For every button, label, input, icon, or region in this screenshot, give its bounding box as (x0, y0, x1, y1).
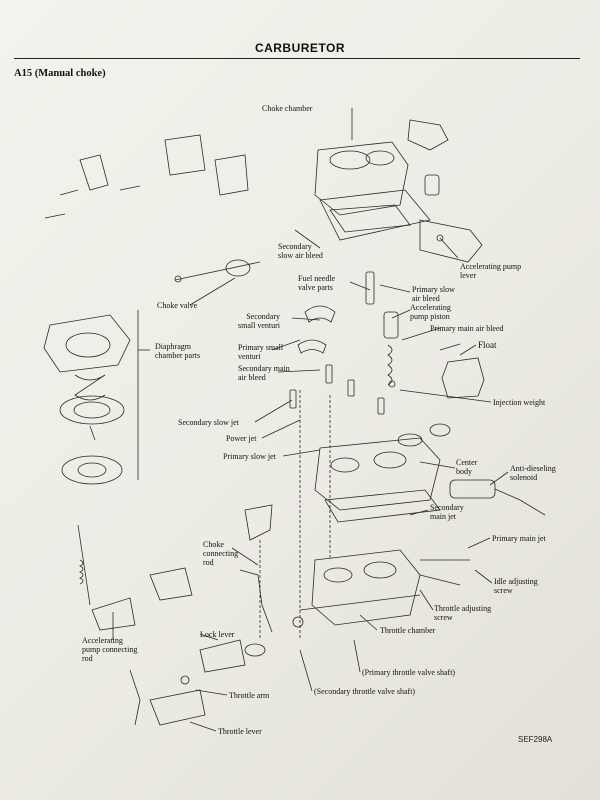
label-accelerating-pump-lever: Accelerating pump lever (460, 262, 522, 280)
label-injection-weight: Injection weight (493, 398, 546, 407)
label-secondary-main-air-bleed: Secondary main air bleed (238, 364, 290, 382)
label-fuel-needle-valve-parts: Fuel needle valve parts (298, 274, 336, 292)
figure-code: SEF298A (518, 735, 553, 744)
label-choke-connecting-rod: Choke connecting rod (203, 540, 239, 567)
leader-lines (112, 108, 509, 732)
venturi-shapes (297, 271, 399, 386)
choke-valve-shape (174, 259, 261, 283)
label-secondary-slow-jet: Secondary slow jet (178, 418, 239, 427)
label-center-body: Center body (456, 458, 478, 476)
label-power-jet: Power jet (226, 434, 257, 443)
label-anti-dieseling-solenoid: Anti-dieseling solenoid (510, 464, 556, 482)
label-primary-main-jet: Primary main jet (492, 534, 546, 543)
throttle-chamber-shape (299, 549, 470, 626)
label-float: Float (478, 340, 497, 350)
label-throttle-chamber: Throttle chamber (380, 626, 436, 635)
label-throttle-lever: Throttle lever (218, 727, 262, 736)
label-throttle-arm: Throttle arm (229, 691, 270, 700)
label-primary-small-venturi: Primary small venturi (238, 343, 284, 361)
label-primary-throttle-valve-shaft: (Primary throttle valve shaft) (362, 668, 456, 677)
label-throttle-adjusting-screw: Throttle adjusting screw (434, 604, 492, 622)
center-body-shape (314, 423, 451, 523)
label-secondary-throttle-valve-shaft: (Secondary throttle valve shaft) (314, 687, 416, 696)
label-secondary-main-jet: Secondary main jet (430, 503, 464, 521)
label-choke-valve: Choke valve (157, 301, 198, 310)
anti-dieseling-solenoid-shape (449, 479, 546, 516)
label-accelerating-pump-piston: Accelerating pump piston (410, 303, 451, 321)
accelerating-pump-lever-shape (407, 119, 483, 263)
label-choke-chamber: Choke chamber (262, 104, 313, 113)
diaphragm-chamber-shape (43, 314, 131, 485)
section-title: A15 (Manual choke) (14, 68, 106, 79)
jet-shapes (289, 364, 396, 415)
label-accelerating-pump-connecting-rod: Accelerating pump connecting rod (82, 636, 138, 663)
label-primary-slow-air-bleed: Primary slow air bleed (412, 285, 455, 303)
choke-chamber-shape (314, 141, 431, 241)
label-secondary-slow-air-bleed: Secondary slow air bleed (278, 242, 323, 260)
float-shape (439, 343, 485, 399)
label-idle-adjusting-screw: Idle adjusting screw (494, 577, 538, 595)
label-diaphragm-chamber-parts: Diaphragm chamber parts (155, 342, 201, 360)
label-secondary-small-venturi: Secondary small venturi (238, 312, 280, 330)
label-primary-main-air-bleed: Primary main air bleed (430, 324, 504, 333)
linkage-shapes (77, 504, 304, 726)
page-title: CARBURETOR (254, 41, 346, 55)
label-primary-slow-jet: Primary slow jet (223, 452, 276, 461)
choke-bracket-shape (44, 134, 249, 219)
label-lock-lever: Lock lever (200, 630, 235, 639)
header-rule (14, 58, 580, 59)
